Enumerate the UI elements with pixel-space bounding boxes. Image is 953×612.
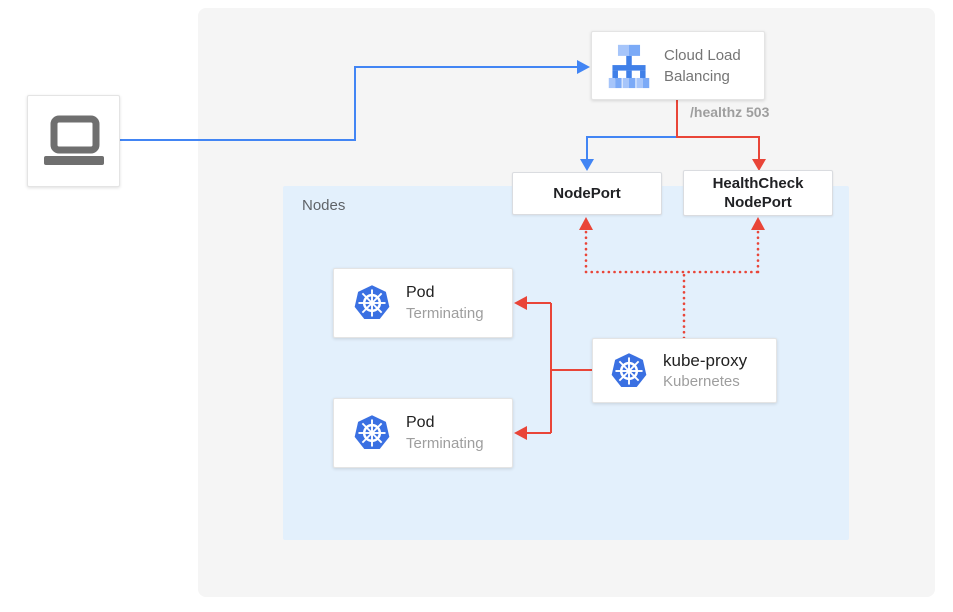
pod1-title: Pod <box>406 284 435 301</box>
healthcheck-nodeport-label: HealthCheck NodePort <box>712 175 804 211</box>
client-to-lb-arrowhead <box>577 60 590 74</box>
pod-node-2: Pod Terminating <box>333 398 513 468</box>
lb-to-healthcheck-arrowhead <box>752 159 766 171</box>
kubeproxy-to-pods-line <box>527 302 592 434</box>
client-node <box>27 95 120 187</box>
kubernetes-icon <box>353 414 391 452</box>
nodeport-node: NodePort <box>512 172 662 215</box>
lb-to-healthcheck-line <box>676 100 760 160</box>
kube-proxy-node: kube-proxy Kubernetes <box>592 338 777 403</box>
healthz-status-label: /healthz 503 <box>690 104 770 120</box>
pod1-status: Terminating <box>406 305 484 322</box>
cloud-load-balancing-label: Cloud Load Balancing <box>664 46 741 85</box>
kubernetes-icon <box>610 352 648 390</box>
client-to-lb-line <box>120 66 578 141</box>
kubeproxy-to-healthcheck-arrowhead <box>751 217 765 230</box>
laptop-icon <box>43 115 104 165</box>
kubeproxy-to-nodeports-dotted-line <box>584 229 760 340</box>
kubernetes-icon <box>353 284 391 322</box>
healthcheck-nodeport-node: HealthCheck NodePort <box>683 170 833 216</box>
lb-to-nodeport-arrowhead <box>580 159 594 171</box>
kube-proxy-title: kube-proxy <box>663 350 748 370</box>
kubeproxy-to-pod1-arrowhead <box>514 296 527 310</box>
lb-to-nodeport-line <box>586 136 676 160</box>
kube-proxy-subtitle: Kubernetes <box>663 372 740 390</box>
nodes-group-label: Nodes <box>302 197 346 214</box>
kubeproxy-to-nodeport-arrowhead <box>579 217 593 230</box>
pod2-title: Pod <box>406 414 435 431</box>
cloud-load-balancing-node: Cloud Load Balancing <box>591 31 765 100</box>
cloud-load-balancing-icon <box>608 44 650 88</box>
pod2-status: Terminating <box>406 435 484 452</box>
pod-node-1: Pod Terminating <box>333 268 513 338</box>
nodeport-label: NodePort <box>553 185 621 202</box>
kubeproxy-to-pod2-arrowhead <box>514 426 527 440</box>
